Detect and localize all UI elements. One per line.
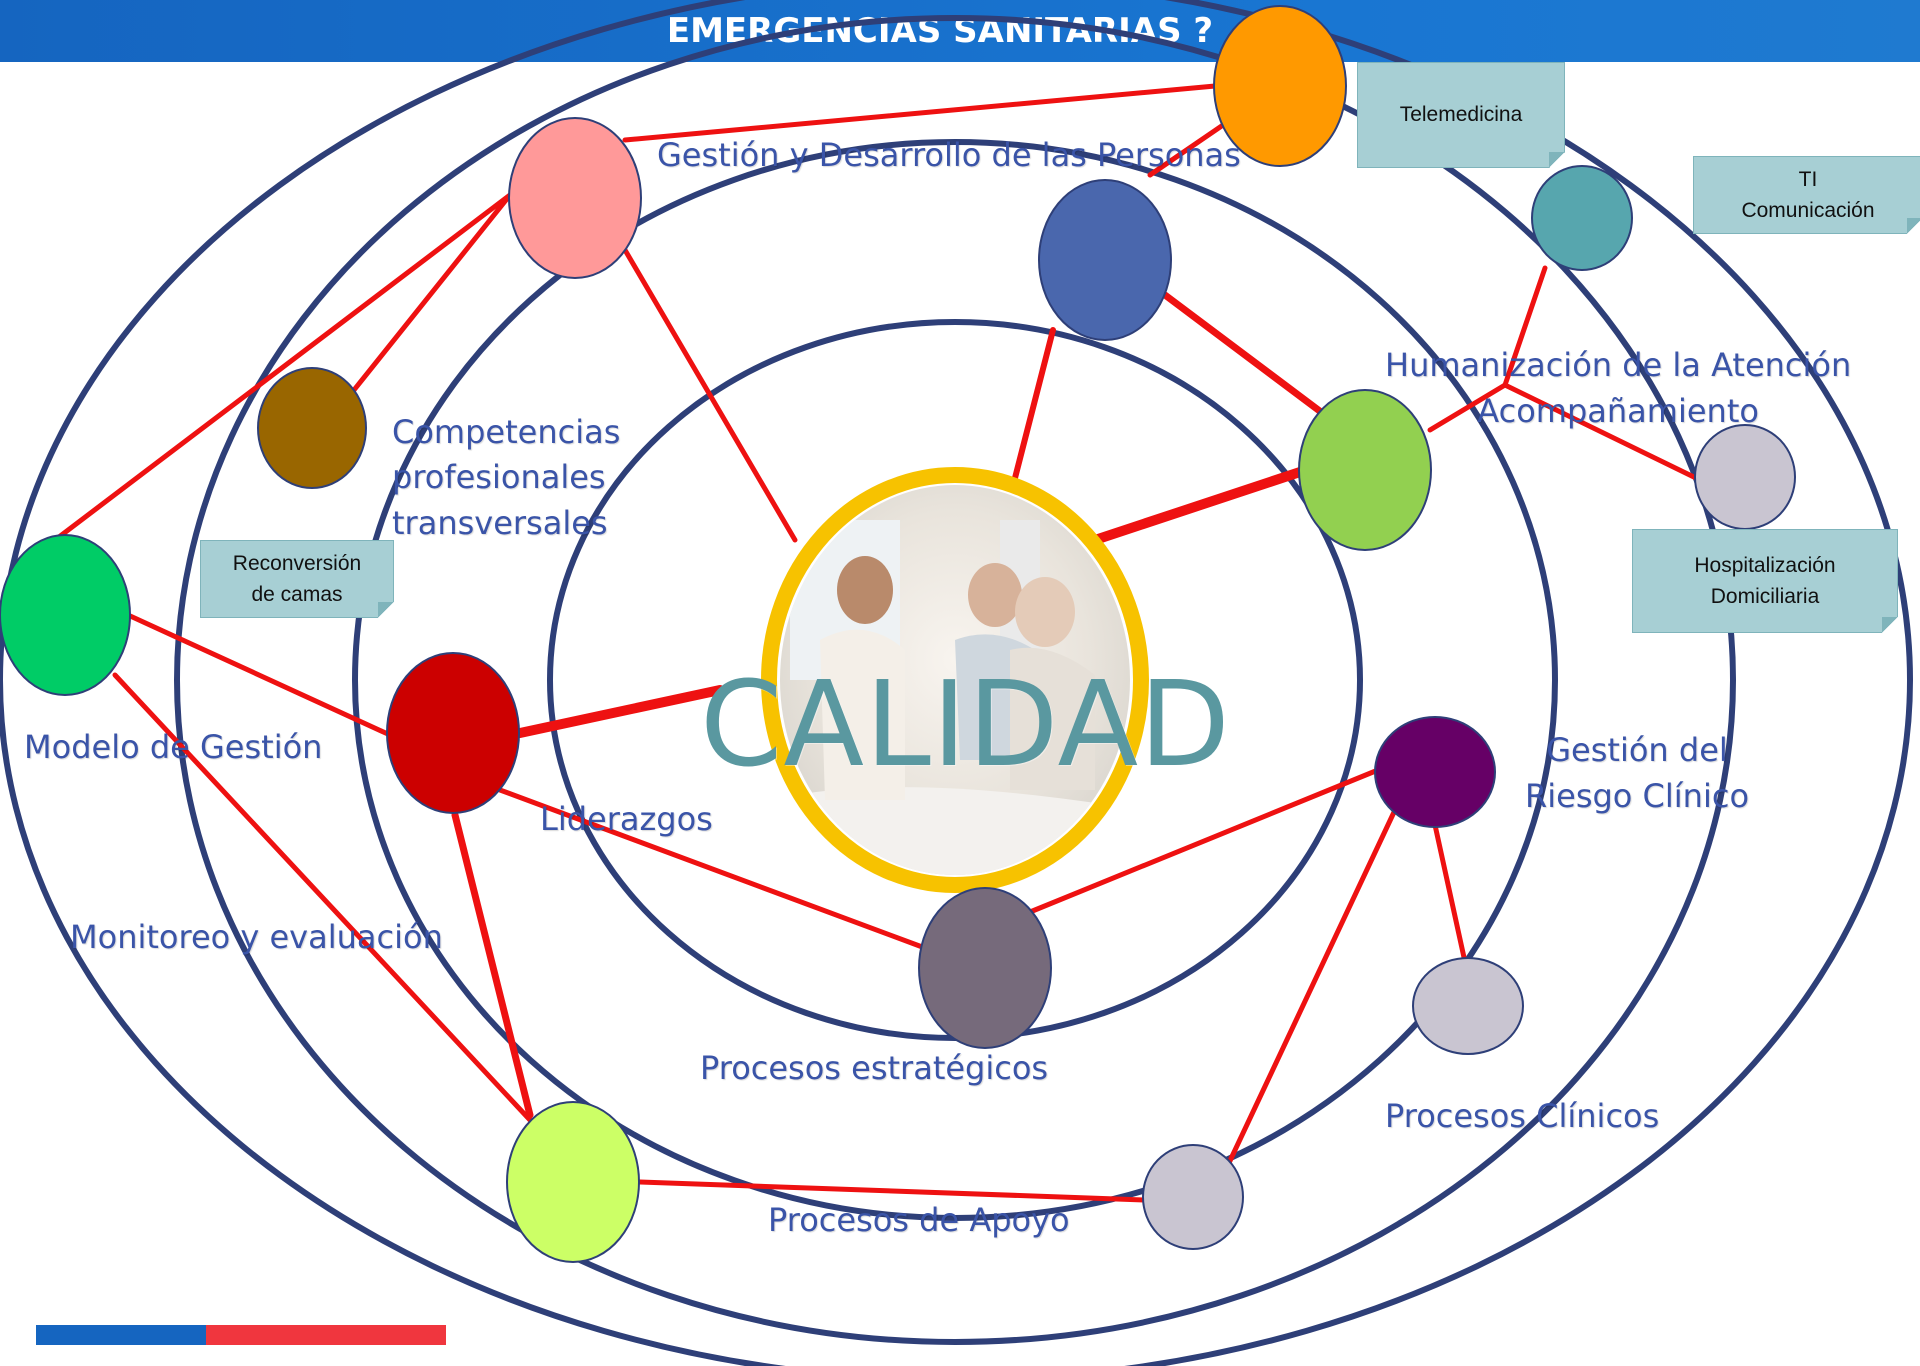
connector xyxy=(125,612,393,738)
connector xyxy=(1427,382,1508,433)
connector xyxy=(1027,767,1381,915)
node-light-green xyxy=(1298,389,1432,551)
node-teal xyxy=(1531,165,1633,271)
node-red xyxy=(386,652,520,814)
node-gray-bottom xyxy=(1142,1144,1244,1250)
ring-third xyxy=(174,15,1736,1345)
label-gestion-riesgo: Gestión del Riesgo Clínico xyxy=(1525,731,1750,816)
node-gray-mid xyxy=(1412,957,1524,1055)
connector xyxy=(1225,807,1398,1168)
node-green xyxy=(0,534,131,696)
footer-bar-red xyxy=(206,1325,446,1345)
connectors xyxy=(52,83,1703,1203)
nodes xyxy=(0,5,1796,1263)
node-lime xyxy=(506,1101,640,1263)
label-liderazgos: Liderazgos xyxy=(540,800,713,838)
connector xyxy=(497,787,928,951)
label-modelo-gestion: Modelo de Gestión xyxy=(24,728,323,766)
node-mauve xyxy=(918,887,1052,1049)
connector xyxy=(622,247,798,543)
connector xyxy=(622,83,1218,143)
connector xyxy=(52,192,513,543)
label-gestion-personas: Gestión y Desarrollo de las Personas xyxy=(657,136,1241,174)
note-telemedicina: Telemedicina xyxy=(1357,62,1565,168)
label-competencias: Competencias profesionales transversales xyxy=(392,413,621,542)
label-procesos-estrategicos: Procesos estratégicos xyxy=(700,1049,1049,1087)
node-pink xyxy=(508,117,642,279)
label-procesos-clinicos: Procesos Clínicos xyxy=(1385,1097,1660,1135)
node-purple xyxy=(1374,716,1496,828)
note-reconversion: Reconversión de camas xyxy=(200,540,394,618)
note-hospitalizacion: Hospitalización Domiciliaria xyxy=(1632,529,1898,633)
label-monitoreo: Monitoreo y evaluación xyxy=(70,918,443,956)
footer-bar-blue xyxy=(36,1325,206,1345)
connector xyxy=(515,685,725,738)
node-blue xyxy=(1038,179,1172,341)
connector xyxy=(1502,265,1548,388)
connector xyxy=(1502,382,1703,483)
connector xyxy=(637,1179,1148,1203)
figure-young-woman xyxy=(837,556,893,624)
connector xyxy=(112,672,533,1123)
note-ti-comunicacion: TI Comunicación xyxy=(1693,156,1920,234)
center-title: CALIDAD xyxy=(700,655,1232,793)
ring-second xyxy=(352,139,1558,1221)
node-gray-top xyxy=(1694,424,1796,530)
label-humanizacion: Humanización de la Atención Acompañamien… xyxy=(1385,346,1852,431)
connector xyxy=(1090,467,1305,545)
label-procesos-apoyo: Procesos de Apoyo xyxy=(768,1201,1070,1239)
connector xyxy=(1432,822,1468,965)
figure-elderly-man xyxy=(968,563,1022,627)
node-orange xyxy=(1213,5,1347,167)
connector xyxy=(451,811,534,1119)
connector xyxy=(1012,327,1056,481)
connector xyxy=(1161,291,1329,419)
center-photo-ring xyxy=(761,467,1149,893)
connector xyxy=(347,192,513,398)
node-brown xyxy=(257,367,367,489)
center-photo xyxy=(761,467,1149,893)
figure-elderly-woman xyxy=(1015,577,1075,647)
